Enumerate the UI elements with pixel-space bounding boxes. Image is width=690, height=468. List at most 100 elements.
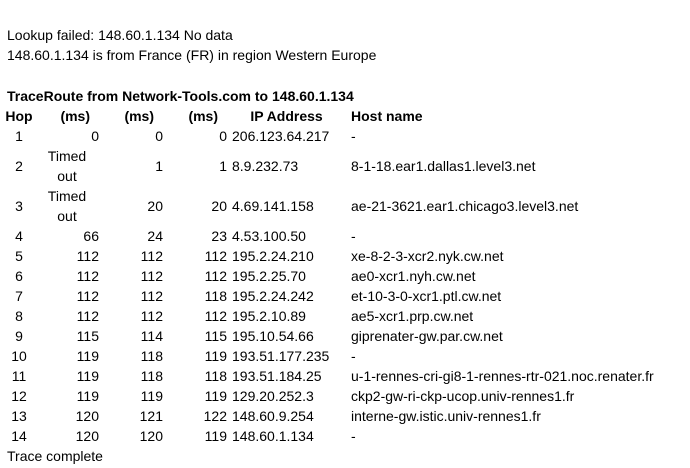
ip-address-cell: 4.69.141.158	[232, 198, 314, 214]
rtt-3-cell: 119	[204, 428, 227, 444]
host-name-cell: -	[351, 428, 356, 444]
hop-cell: 6	[15, 268, 23, 284]
host-name-cell: -	[351, 228, 356, 244]
hop-cell: 13	[11, 408, 27, 424]
column-header-ms-3: (ms)	[188, 108, 218, 124]
rtt-2-cell: 24	[147, 228, 163, 244]
ip-address-cell: 195.10.54.66	[232, 328, 314, 344]
rtt-3-cell: 118	[204, 288, 227, 304]
hop-cell: 3	[15, 198, 23, 214]
column-header-hop: Hop	[5, 108, 33, 124]
ip-address-cell: 195.2.24.210	[232, 248, 314, 264]
rtt-3-cell: 20	[211, 198, 227, 214]
host-name-cell: interne-gw.istic.univ-rennes1.fr	[351, 408, 541, 424]
rtt-3-cell: 119	[204, 388, 227, 404]
rtt-2-cell: 120	[139, 428, 163, 444]
rtt-3-cell: 1	[219, 158, 227, 174]
rtt-1-cell: 112	[76, 248, 99, 264]
host-name-cell: ckp2-gw-ri-ckp-ucop.univ-rennes1.fr	[351, 388, 575, 404]
rtt-1-cell: 120	[75, 408, 99, 424]
table-row: 13 120 121 122 148.60.9.254 interne-gw.istic.…	[4, 406, 655, 426]
rtt-2-cell: 112	[140, 308, 163, 324]
ip-address-cell: 195.2.24.242	[232, 288, 314, 304]
rtt-3-cell: 119	[204, 348, 227, 364]
table-row: 14 120 120 119 148.60.1.134 -	[4, 426, 655, 446]
location-text: 148.60.1.134 is from France (FR) in regi…	[7, 47, 377, 63]
hop-cell: 7	[15, 288, 23, 304]
host-name-cell: -	[351, 128, 356, 144]
rtt-2-cell: 1	[155, 158, 163, 174]
hop-cell: 4	[15, 228, 23, 244]
table-row: 5 112 112 112 195.2.24.210 xe-8-2-3-xcr2.nyk.…	[4, 246, 655, 266]
hop-cell: 11	[11, 368, 27, 384]
rtt-3-cell: 112	[204, 308, 227, 324]
rtt-1-cell: 119	[76, 348, 99, 364]
host-name-cell: ae5-xcr1.prp.cw.net	[351, 308, 474, 324]
rtt-2-cell: 118	[140, 368, 163, 384]
ip-address-cell: 8.9.232.73	[232, 158, 299, 174]
table-row: 12 119 119 119 129.20.252.3 ckp2-gw-ri-ckp-uc…	[4, 386, 655, 406]
rtt-1-cell: 66	[83, 228, 99, 244]
host-name-cell: ae-21-3621.ear1.chicago3.level3.net	[351, 198, 579, 214]
hop-cell: 14	[11, 428, 27, 444]
rtt-2-cell: 118	[140, 348, 163, 364]
host-name-cell: -	[351, 348, 356, 364]
table-row: 10 119 118 119 193.51.177.235 -	[4, 346, 655, 366]
rtt-3-cell: 118	[204, 368, 227, 384]
rtt-2-cell: 121	[139, 408, 163, 424]
ip-address-cell: 195.2.25.70	[232, 268, 306, 284]
hop-cell: 8	[15, 308, 23, 324]
hop-cell: 2	[15, 158, 23, 174]
ip-address-cell: 193.51.177.235	[232, 348, 330, 364]
traceroute-table: Hop (ms) (ms) (ms) IP Address Host name …	[4, 106, 655, 446]
column-header-ip-address: IP Address	[250, 108, 323, 124]
rtt-3-cell: 122	[203, 408, 227, 424]
hop-cell: 12	[11, 388, 27, 404]
ip-address-cell: 148.60.1.134	[232, 428, 314, 444]
hop-cell: 10	[11, 348, 27, 364]
rtt-2-cell: 0	[155, 128, 163, 144]
rtt-2-cell: 112	[140, 288, 163, 304]
column-header-ms-1: (ms)	[60, 108, 90, 124]
host-name-cell: giprenater-gw.par.cw.net	[351, 328, 503, 344]
host-name-cell: xe-8-2-3-xcr2.nyk.cw.net	[351, 248, 504, 264]
rtt-1-cell: 115	[76, 328, 99, 344]
rtt-1-cell: 112	[76, 268, 99, 284]
rtt-1-cell: 0	[91, 128, 99, 144]
host-name-cell: ae0-xcr1.nyh.cw.net	[351, 268, 476, 284]
rtt-1-cell: 120	[75, 428, 99, 444]
ip-address-cell: 206.123.64.217	[232, 128, 330, 144]
column-header-ms-2: (ms)	[124, 108, 154, 124]
hop-cell: 5	[15, 248, 23, 264]
rtt-2-cell: 112	[140, 268, 163, 284]
rtt-2-cell: 119	[140, 388, 163, 404]
traceroute-title: TraceRoute from Network-Tools.com to 148…	[7, 88, 354, 104]
ip-address-cell: 193.51.184.25	[232, 368, 322, 384]
lookup-status-text: Lookup failed: 148.60.1.134 No data	[7, 27, 233, 43]
rtt-2-cell: 20	[147, 198, 163, 214]
rtt-3-cell: 112	[204, 248, 227, 264]
rtt-2-cell: 112	[140, 248, 163, 264]
hop-cell: 1	[15, 128, 23, 144]
rtt-1-cell: 112	[76, 308, 99, 324]
host-name-cell: u-1-rennes-cri-gi8-1-rennes-rtr-021.noc.…	[351, 368, 654, 384]
ip-address-cell: 129.20.252.3	[232, 388, 314, 404]
ip-address-cell: 148.60.9.254	[232, 408, 314, 424]
host-name-cell: 8-1-18.ear1.dallas1.level3.net	[351, 158, 536, 174]
rtt-1-cell: 119	[76, 388, 99, 404]
table-row: 1 0 0 0 206.123.64.217 -	[4, 126, 655, 146]
host-name-cell: et-10-3-0-xcr1.ptl.cw.net	[351, 288, 502, 304]
rtt-3-cell: 115	[204, 328, 227, 344]
rtt-3-cell: 112	[204, 268, 227, 284]
column-header-host-name: Host name	[351, 108, 423, 124]
trace-status-text: Trace complete	[7, 448, 103, 464]
rtt-3-cell: 0	[219, 128, 227, 144]
